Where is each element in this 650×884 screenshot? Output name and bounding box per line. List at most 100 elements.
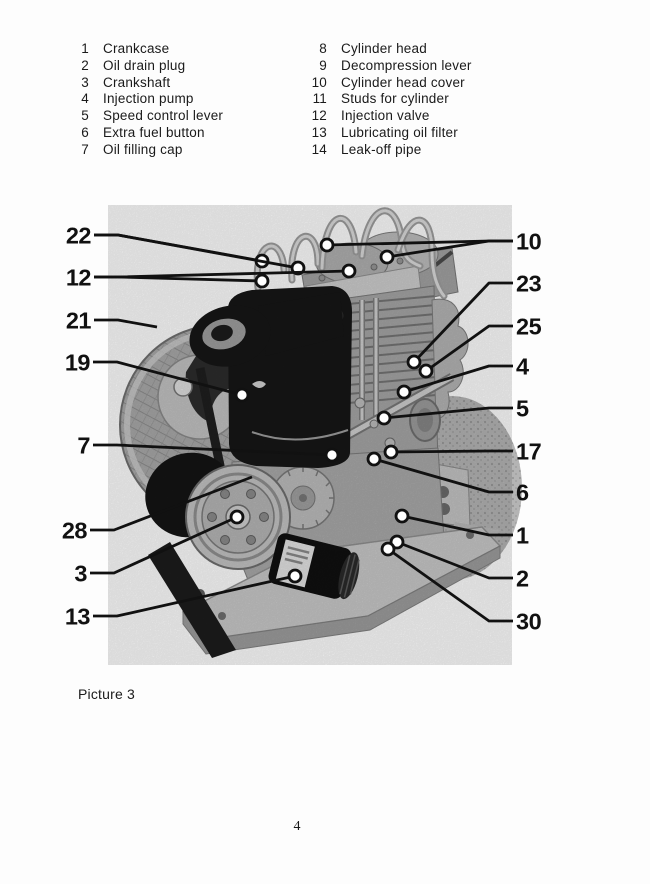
part-label: Studs for cylinder (341, 91, 449, 107)
callout-label-7: 7 (77, 432, 90, 458)
callout-leader-line-22 (94, 233, 299, 270)
part-number: 12 (311, 108, 327, 124)
callout-leader-line-28 (90, 475, 253, 532)
callout-label-1: 1 (516, 522, 529, 548)
part-label: Lubricating oil filter (341, 124, 458, 140)
part-number: 10 (311, 74, 327, 90)
callout-leader-line-3 (90, 515, 238, 575)
part-number: 8 (319, 41, 327, 56)
parts-list-row: 3 Crankshaft (40, 75, 223, 92)
part-number: 14 (311, 141, 327, 157)
callout-ring-marker-30 (380, 541, 396, 557)
part-label: Injection valve (341, 108, 430, 124)
parts-list-row: 5 Speed control lever (40, 108, 223, 125)
callout-ring-marker-10 (379, 249, 395, 265)
callout-ring-marker-7 (324, 447, 340, 463)
part-label: Oil filling cap (103, 141, 183, 157)
callout-ring-marker-13 (287, 568, 303, 584)
page-number: 4 (293, 819, 301, 834)
callout-leader-line-7 (93, 443, 333, 457)
figure-caption: Picture 3 (78, 686, 136, 702)
callout-label-21: 21 (66, 307, 92, 333)
part-label: Oil drain plug (103, 57, 186, 73)
part-number: 1 (81, 41, 89, 56)
callout-label-30: 30 (516, 608, 542, 634)
callout-leader-line-25 (425, 324, 513, 373)
parts-list-row: 10 Cylinder head cover (260, 75, 472, 92)
callout-ring-marker-5 (376, 410, 392, 426)
part-number: 6 (81, 124, 89, 140)
callout-label-6: 6 (516, 479, 529, 505)
callout-ring-marker-19 (234, 387, 250, 403)
part-number: 2 (81, 57, 89, 73)
engine-photo (108, 205, 522, 665)
callout-leader-line-10 (386, 239, 513, 259)
callout-label-28: 28 (62, 517, 88, 543)
part-label: Crankshaft (103, 74, 171, 90)
parts-list-row: 12 Injection valve (260, 108, 472, 125)
parts-list-row: 13 Lubricating oil filter (260, 125, 472, 142)
parts-list-row: 2 Oil drain plug (40, 58, 223, 75)
callout-label-17: 17 (516, 438, 542, 464)
parts-list-row: 7 Oil filling cap (40, 142, 223, 159)
callout-leader-line-5 (383, 406, 513, 420)
callout-label-3: 3 (74, 560, 87, 586)
callout-label-2: 2 (516, 565, 529, 591)
callout-ring-marker-25 (418, 363, 434, 379)
callout-ring-marker-6 (366, 451, 382, 467)
callout-leader-line-21 (94, 318, 158, 329)
callout-label-23: 23 (516, 270, 542, 296)
parts-list-row: 1 Crankcase (40, 41, 223, 58)
callout-label-4: 4 (516, 353, 529, 379)
part-number: 11 (312, 91, 327, 107)
parts-list-row: 8 Cylinder head (260, 41, 472, 58)
callout-leader-line-6 (373, 457, 513, 494)
callout-label-5: 5 (516, 395, 529, 421)
callout-ring-marker-12 (254, 273, 270, 289)
part-label: Cylinder head cover (341, 74, 465, 90)
callout-label-22: 22 (66, 222, 92, 248)
parts-list-left: 1 Crankcase 2 Oil drain plug 3 Crankshaft 4 Inj… (40, 41, 223, 159)
callout-label-25: 25 (516, 313, 542, 339)
callout-ring-marker-12 (341, 263, 357, 279)
parts-list-row: 9 Decompression lever (260, 58, 472, 75)
callout-label-10: 10 (516, 228, 542, 254)
callout-ring-marker-4 (396, 384, 412, 400)
callout-leader-line-4 (403, 364, 513, 394)
callout-leader-line-17 (390, 449, 513, 454)
parts-list-row: 11 Studs for cylinder (260, 91, 472, 108)
part-label: Extra fuel button (103, 124, 205, 140)
part-number: 3 (81, 74, 89, 90)
part-label: Crankcase (103, 41, 170, 56)
callout-leader-line-13 (93, 574, 296, 618)
callout-label-13: 13 (65, 603, 91, 629)
callout-label-12: 12 (66, 264, 92, 290)
callout-leader-line-23 (412, 281, 513, 363)
callout-leader-line-12 (94, 269, 350, 279)
parts-list-row: 4 Injection pump (40, 91, 223, 108)
callout-leader-line-30 (387, 547, 513, 623)
callout-ring-marker-23 (406, 354, 422, 370)
callout-ring-marker-10 (319, 237, 335, 253)
part-number: 7 (81, 141, 89, 157)
callout-leader-line-2 (396, 540, 513, 580)
part-label: Decompression lever (341, 57, 472, 73)
callout-label-19: 19 (65, 349, 91, 375)
part-number: 5 (81, 108, 89, 124)
callout-leader-line-1 (401, 514, 513, 537)
callout-ring-marker-1 (394, 508, 410, 524)
callout-ring-marker-3 (229, 509, 245, 525)
part-label: Injection pump (103, 91, 194, 107)
parts-list-row: 6 Extra fuel button (40, 125, 223, 142)
part-label: Speed control lever (103, 108, 224, 124)
part-number: 4 (81, 91, 89, 107)
parts-list-right: 8 Cylinder head 9 Decompression lever 10 Cyli… (260, 41, 472, 159)
callout-leader-line-19 (93, 360, 243, 397)
part-label: Cylinder head (341, 41, 427, 56)
part-number: 9 (319, 57, 327, 73)
part-number: 13 (311, 124, 327, 140)
